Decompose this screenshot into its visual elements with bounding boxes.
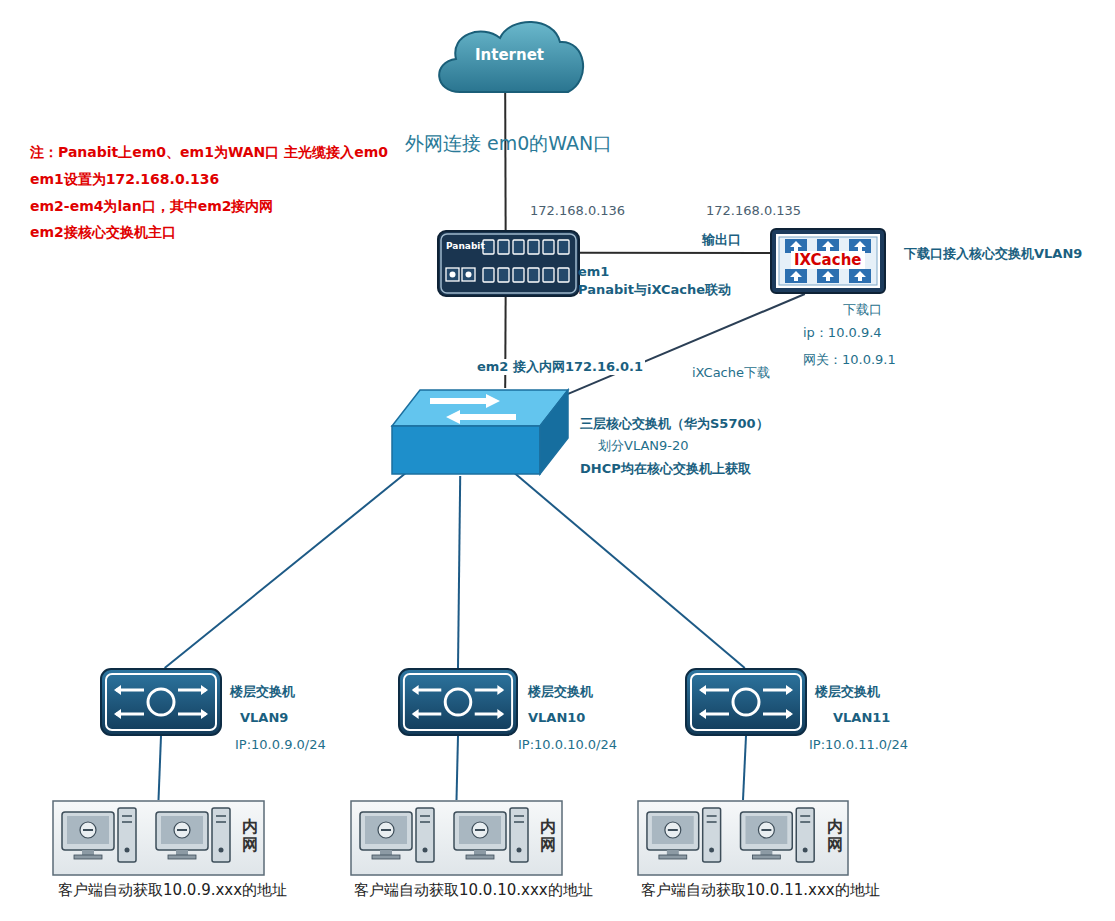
connector: [743, 736, 746, 800]
node-text: 划分VLAN9-20: [598, 438, 689, 454]
icon-art: [437, 230, 580, 297]
node-title: IXCache: [791, 251, 865, 269]
icon-art: [398, 668, 518, 736]
node-text: 客户端自动获取10.0.9.xxx的地址: [58, 881, 287, 899]
icon-art: [100, 668, 222, 736]
edge-label: 输出口: [700, 232, 743, 248]
core-icon: [390, 388, 570, 476]
node-text: VLAN10: [528, 710, 585, 726]
node-text: IP:10.0.9.0/24: [235, 737, 326, 753]
note-text: 注：Panabit上em0、em1为WAN口 主光缆接入em0: [30, 144, 388, 161]
client-group: 内网客户端自动获取10.0.10.xxx的地址: [350, 800, 563, 876]
connector: [561, 294, 805, 397]
client-group: 内网客户端自动获取10.0.11.xxx的地址: [637, 800, 849, 876]
node-text: IP:10.0.10.0/24: [518, 737, 617, 753]
node-text: 客户端自动获取10.0.10.xxx的地址: [354, 881, 593, 899]
floor-switch: 楼层交换机VLAN9IP:10.0.9.0/24: [100, 668, 222, 736]
node-text: VLAN9: [240, 710, 288, 726]
connector-line: [457, 736, 459, 800]
node-title: 内网: [540, 818, 556, 853]
client-icon: [52, 800, 265, 876]
ip-label: 172.168.0.135: [706, 203, 801, 219]
floor-switch: 楼层交换机VLAN11IP:10.0.11.0/24: [685, 668, 807, 736]
connector-line: [159, 736, 162, 800]
node-title: Panabit: [446, 241, 485, 252]
node-text: IP:10.0.11.0/24: [809, 737, 908, 753]
connector-line: [165, 470, 410, 668]
panabit-icon: [437, 230, 580, 297]
note-text: em1设置为172.168.0.136: [30, 171, 219, 188]
link-note: Panabit与iXCache联动: [578, 282, 731, 298]
floor-icon: [398, 668, 518, 736]
port-label: 下载口: [843, 302, 882, 318]
edge-label: iXCache下载: [690, 365, 772, 381]
floor-icon: [685, 668, 807, 736]
connector-line: [511, 470, 745, 668]
icon-art: [52, 800, 265, 876]
node-title: Internet: [475, 46, 544, 64]
panabit-device: Panabit: [437, 230, 580, 297]
ip-label: ip：10.0.9.4: [803, 325, 882, 341]
connector: [580, 252, 770, 253]
connector: [457, 736, 459, 800]
floor-icon: [100, 668, 222, 736]
client-icon: [350, 800, 563, 876]
edge-label: em2 接入内网172.16.0.1: [475, 359, 645, 375]
icon-art: [350, 800, 563, 876]
port-label: em1: [578, 264, 609, 280]
ixcache-device: IXCache: [770, 228, 886, 294]
note-text: em2接核心交换机主口: [30, 224, 176, 241]
icon-art: [685, 668, 807, 736]
connector: [505, 93, 506, 230]
node-text: DHCP均在核心交换机上获取: [580, 461, 751, 477]
node-title: 楼层交换机: [230, 684, 295, 700]
node-title: 三层核心交换机（华为S5700）: [580, 416, 769, 432]
wan-caption: 外网连接 em0的WAN口: [405, 132, 612, 155]
connector: [165, 470, 410, 668]
note-text: em2-em4为lan口，其中em2接内网: [30, 198, 274, 215]
connector: [159, 736, 162, 800]
connector-line: [504, 93, 506, 230]
connector-line: [458, 476, 460, 668]
gateway-label: 网关：10.0.9.1: [803, 352, 896, 368]
node-title: 楼层交换机: [528, 684, 593, 700]
icon-art: [637, 800, 849, 876]
ip-label: 172.168.0.136: [530, 203, 625, 219]
client-icon: [637, 800, 849, 876]
node-text: 客户端自动获取10.0.11.xxx的地址: [641, 881, 880, 899]
connector-line: [580, 252, 770, 254]
node-text: VLAN11: [833, 710, 890, 726]
client-group: 内网客户端自动获取10.0.9.xxx的地址: [52, 800, 265, 876]
connector: [458, 476, 460, 668]
node-title: 楼层交换机: [815, 684, 880, 700]
connector-line: [743, 736, 746, 800]
cloud-node: Internet: [430, 12, 590, 100]
port-note: 下载口接入核心交换机VLAN9: [904, 246, 1082, 262]
node-title: 内网: [242, 818, 258, 853]
icon-art: [390, 388, 570, 476]
floor-switch: 楼层交换机VLAN10IP:10.0.10.0/24: [398, 668, 518, 736]
core-switch: 三层核心交换机（华为S5700）划分VLAN9-20DHCP均在核心交换机上获取: [390, 388, 570, 476]
node-title: 内网: [827, 818, 843, 853]
connector-line: [561, 294, 805, 397]
connector: [511, 470, 745, 668]
